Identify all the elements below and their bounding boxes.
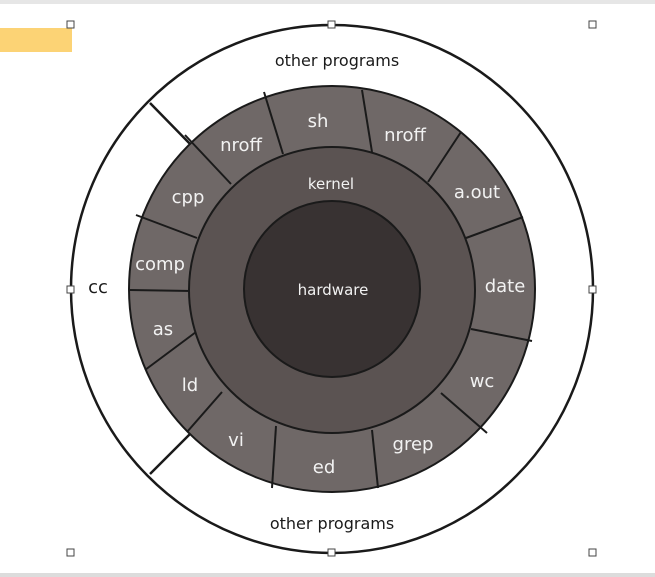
segment-label-nroff-left: nroff (220, 135, 262, 156)
resize-handle-middle-left[interactable] (66, 285, 75, 294)
selection-handles (66, 20, 597, 557)
cc-separator-bottom (149, 431, 193, 475)
kernel-label: kernel (308, 175, 354, 193)
divider (465, 216, 524, 239)
segment-label-grep: grep (393, 434, 434, 455)
resize-handle-bottom-center[interactable] (327, 548, 336, 557)
segment-label-sh: sh (308, 111, 329, 132)
divider (263, 91, 284, 155)
highlight-marker (0, 28, 72, 52)
divider (184, 134, 232, 185)
divider (427, 131, 462, 183)
resize-handle-top-left[interactable] (66, 20, 75, 29)
resize-handle-top-center[interactable] (327, 20, 336, 29)
segment-label-nroff-right: nroff (384, 125, 426, 146)
resize-handle-middle-right[interactable] (588, 285, 597, 294)
resize-handle-top-right[interactable] (588, 20, 597, 29)
segment-label-aout: a.out (454, 182, 500, 203)
segment-label-cpp: cpp (172, 187, 205, 208)
resize-handle-bottom-left[interactable] (66, 548, 75, 557)
cc-label: cc (88, 277, 108, 298)
divider (371, 429, 379, 489)
segment-label-ld: ld (182, 375, 198, 396)
segment-label-date: date (485, 276, 526, 297)
divider (144, 331, 197, 371)
divider (440, 392, 488, 434)
resize-handle-bottom-right[interactable] (588, 548, 597, 557)
divider (361, 89, 373, 153)
hardware-core (243, 200, 421, 378)
divider (186, 391, 223, 433)
segment-label-comp: comp (135, 254, 185, 275)
hardware-label: hardware (298, 281, 369, 299)
cc-separator-top (149, 102, 195, 149)
segment-label-vi: vi (228, 430, 244, 451)
segment-label-ed: ed (313, 457, 336, 478)
divider (135, 214, 198, 239)
divider (129, 289, 193, 292)
bottom-border (0, 573, 655, 577)
segment-label-as: as (153, 319, 173, 340)
top-border (0, 0, 655, 4)
divider (271, 425, 277, 489)
segment-dividers (129, 89, 533, 489)
segment-label-wc: wc (470, 371, 495, 392)
other-programs-top-label: other programs (275, 51, 399, 70)
other-programs-bottom-label: other programs (270, 514, 394, 533)
divider (470, 328, 533, 342)
